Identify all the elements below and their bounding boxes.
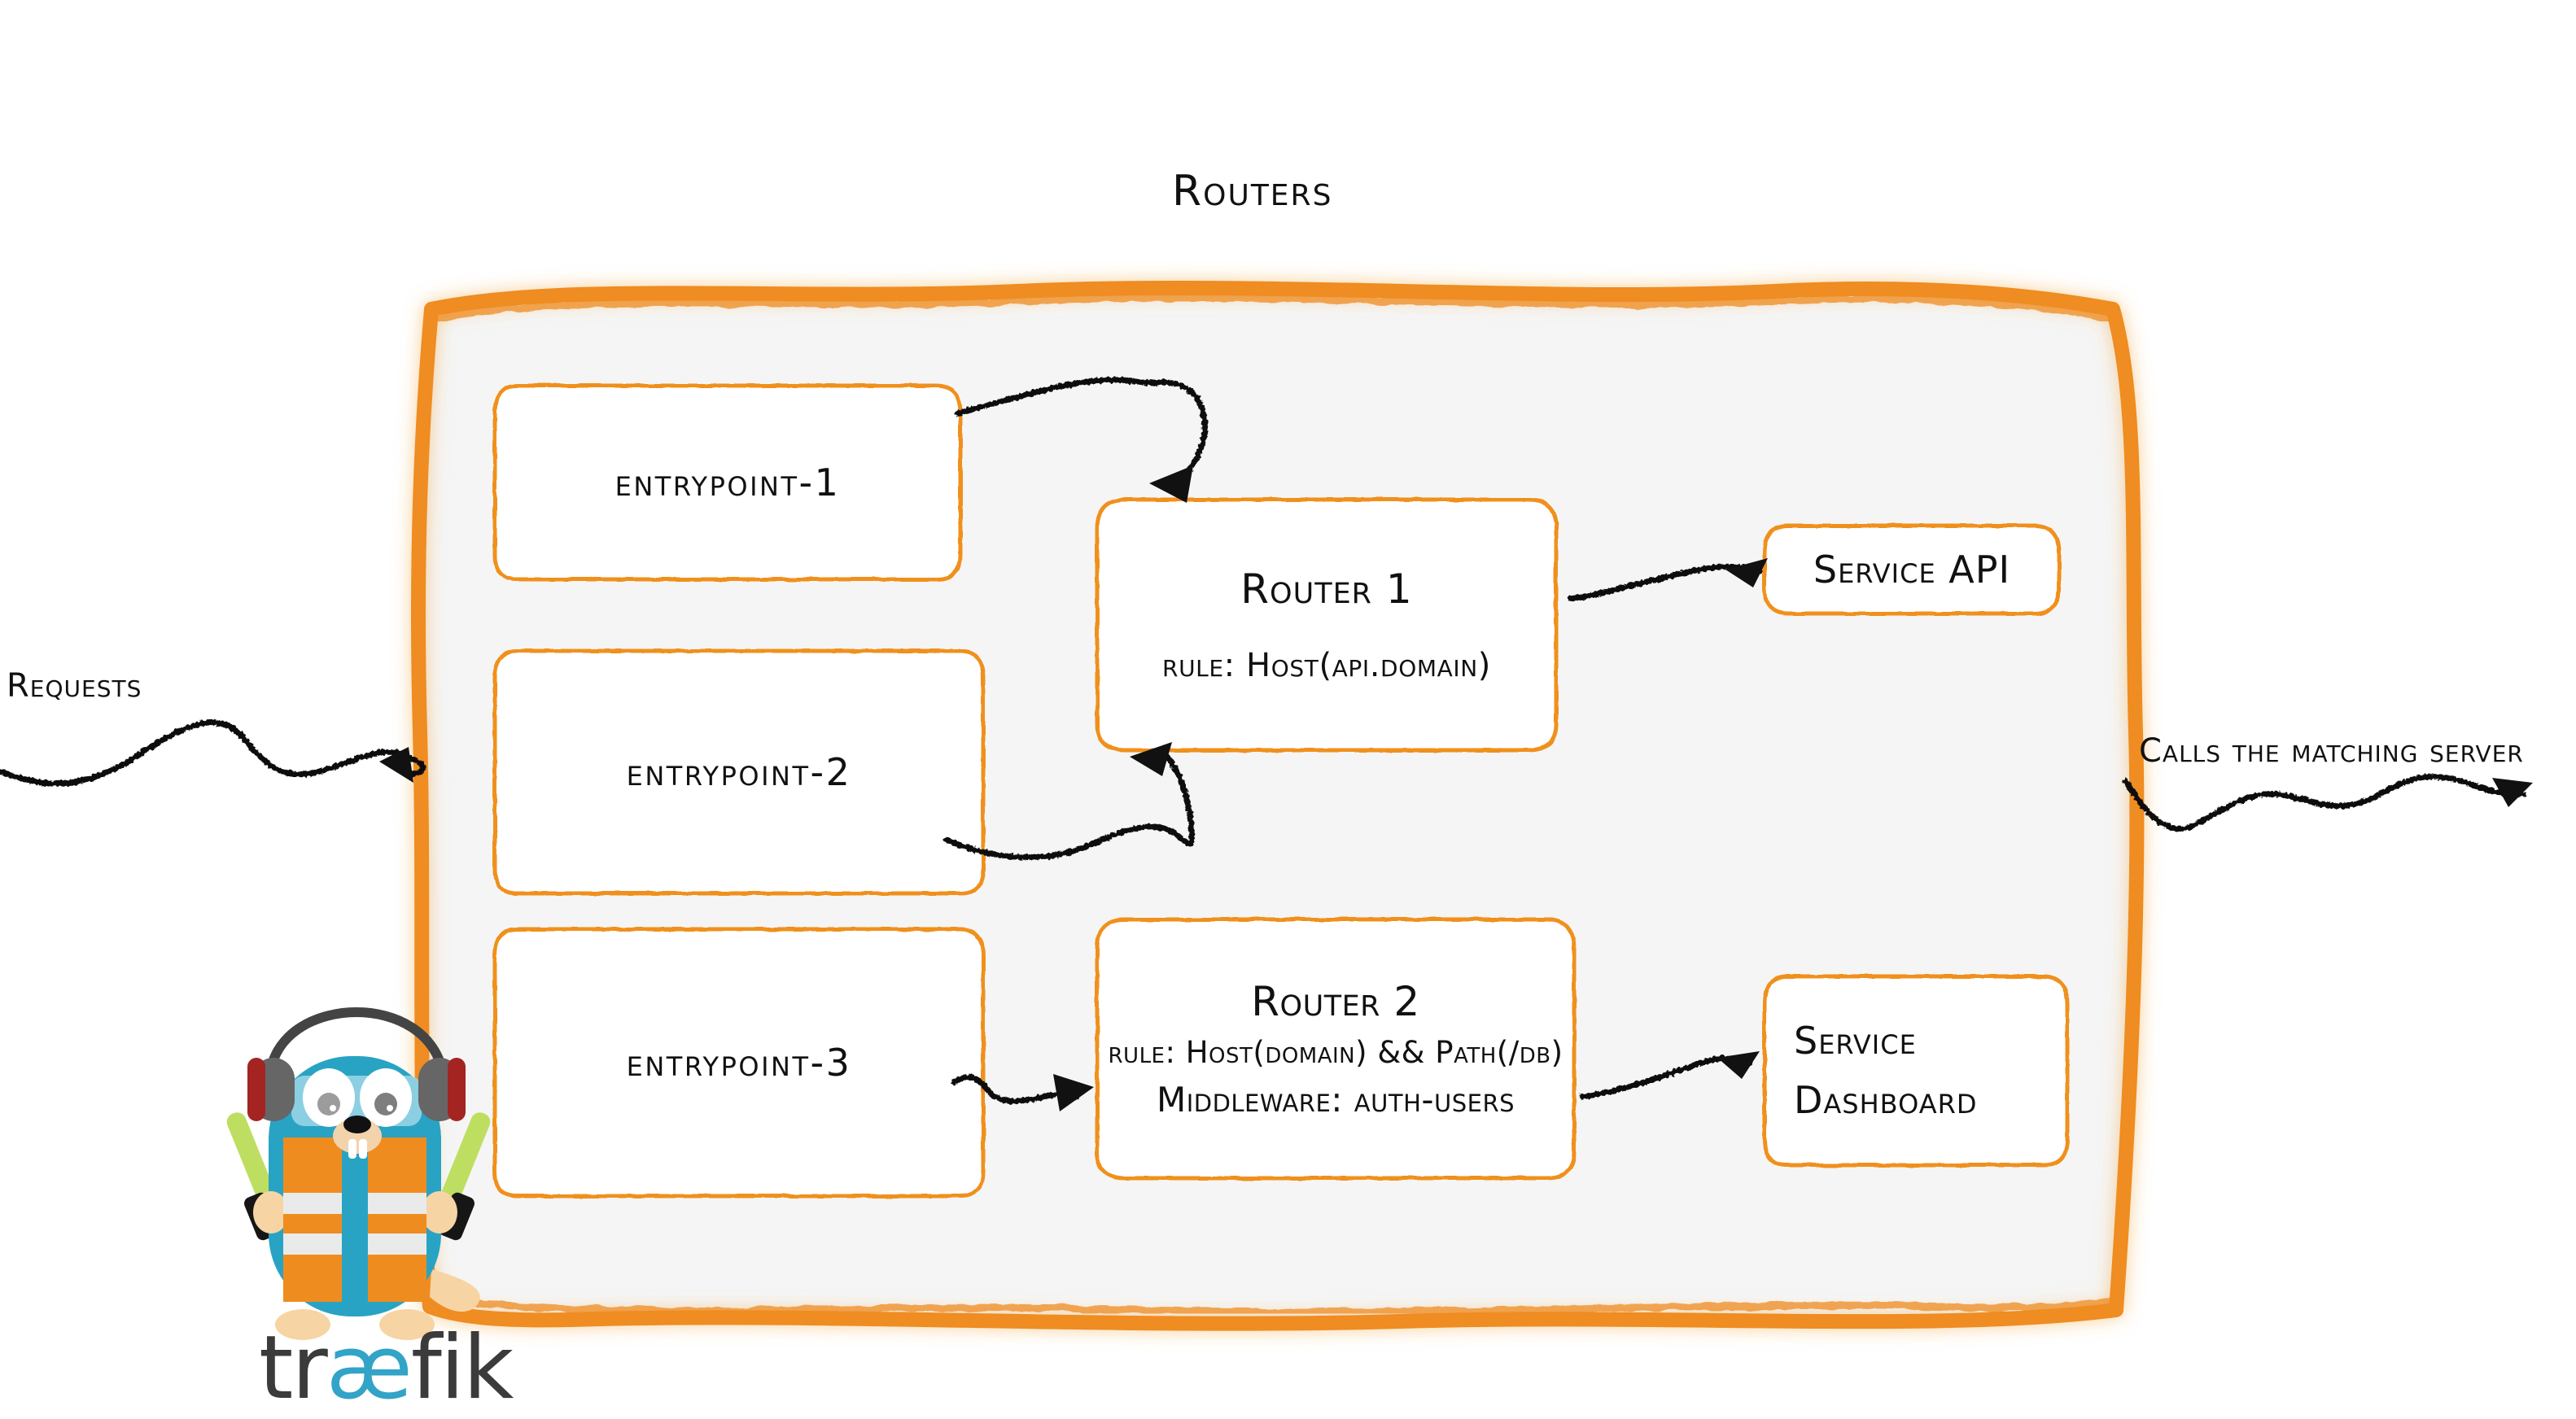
entrypoint-1-box[interactable] <box>492 383 963 582</box>
gopher-nose <box>343 1116 371 1133</box>
arrow-calls <box>2123 774 2526 832</box>
service-dashboard-box[interactable] <box>1762 974 2070 1168</box>
arrowhead-router2-dashboard <box>1717 1051 1760 1079</box>
service-api-box[interactable] <box>1762 523 2062 616</box>
service-api-node[interactable]: Service API <box>1765 526 2059 613</box>
router-2-box[interactable] <box>1095 917 1577 1181</box>
router-1-rule: rule: Host(api.domain) <box>1162 647 1491 684</box>
gopher-tail <box>430 1269 480 1312</box>
arrowhead-requests <box>379 747 413 783</box>
sidebar-item-entrypoint-1[interactable]: entrypoint-1 <box>495 386 960 579</box>
service-boxes <box>1762 523 2070 1168</box>
arrowhead-ep1-router1 <box>1149 465 1193 503</box>
router-2-rule: rule: Host(domain) && Path(/db) <box>1108 1035 1564 1070</box>
router-1-title: Router 1 <box>1240 565 1413 613</box>
router-2-middleware: Middleware: auth-users <box>1156 1080 1515 1120</box>
sidebar-item-entrypoint-2[interactable]: entrypoint-2 <box>495 651 983 893</box>
service-dashboard-label-line-2: Dashboard <box>1794 1078 1978 1122</box>
arrowheads <box>379 465 2533 1111</box>
gopher-headphones <box>247 1006 466 1121</box>
gopher-foot-left <box>275 1309 330 1340</box>
service-dashboard-node[interactable]: Service Dashboard <box>1794 976 2067 1165</box>
requests-caption: Requests <box>7 667 142 705</box>
gopher-hand-right <box>422 1191 457 1233</box>
service-dashboard-label-line-1: Service <box>1794 1018 1917 1063</box>
traefik-gopher-mascot <box>226 1006 491 1340</box>
router-1-node[interactable]: Router 1 rule: Host(api.domain) <box>1097 500 1556 750</box>
router-2-node[interactable]: Router 2 rule: Host(domain) && Path(/db)… <box>1097 919 1574 1178</box>
container-border-accent-top <box>431 294 2112 323</box>
arrow-ep1-router1 <box>954 377 1208 477</box>
arrowhead-ep3-router2 <box>1053 1074 1094 1111</box>
sidebar-item-entrypoint-3[interactable]: entrypoint-3 <box>495 929 983 1196</box>
arrow-ep2-router1 <box>942 752 1195 861</box>
page-title: Routers <box>1172 167 1333 216</box>
entrypoint-3-label: entrypoint-3 <box>626 1041 852 1085</box>
calls-matching-server-caption: Calls the matching server <box>2139 732 2524 770</box>
wordmark-fik: fik <box>410 1317 514 1419</box>
service-api-label: Service API <box>1813 548 2011 592</box>
container-border-accent-bottom <box>431 1295 2117 1316</box>
gopher-tooth-right <box>359 1139 367 1159</box>
entrypoint-3-box[interactable] <box>492 927 986 1199</box>
gopher-tooth-left <box>348 1139 356 1159</box>
entrypoint-2-box[interactable] <box>492 648 986 896</box>
entrypoint-boxes <box>492 383 986 1199</box>
gopher-safety-vest <box>283 1137 426 1302</box>
gopher-foot-right <box>379 1309 435 1340</box>
gopher-hand-left <box>253 1191 289 1233</box>
arrowhead-router1-serviceapi <box>1725 558 1768 587</box>
arrow-requests <box>0 719 426 787</box>
traefik-logo-wordmark: træfik <box>259 1325 514 1412</box>
router-1-box[interactable] <box>1095 497 1559 753</box>
wordmark-ae-ligature: æ <box>326 1317 413 1419</box>
wordmark-tr: tr <box>259 1317 328 1419</box>
arrowhead-calls <box>2492 778 2533 807</box>
arrowhead-ep2-router1 <box>1130 742 1172 776</box>
entrypoint-1-label: entrypoint-1 <box>614 461 841 504</box>
router-2-title: Router 2 <box>1251 978 1420 1025</box>
entrypoint-2-label: entrypoint-2 <box>626 750 852 794</box>
router-boxes <box>1095 497 1577 1181</box>
